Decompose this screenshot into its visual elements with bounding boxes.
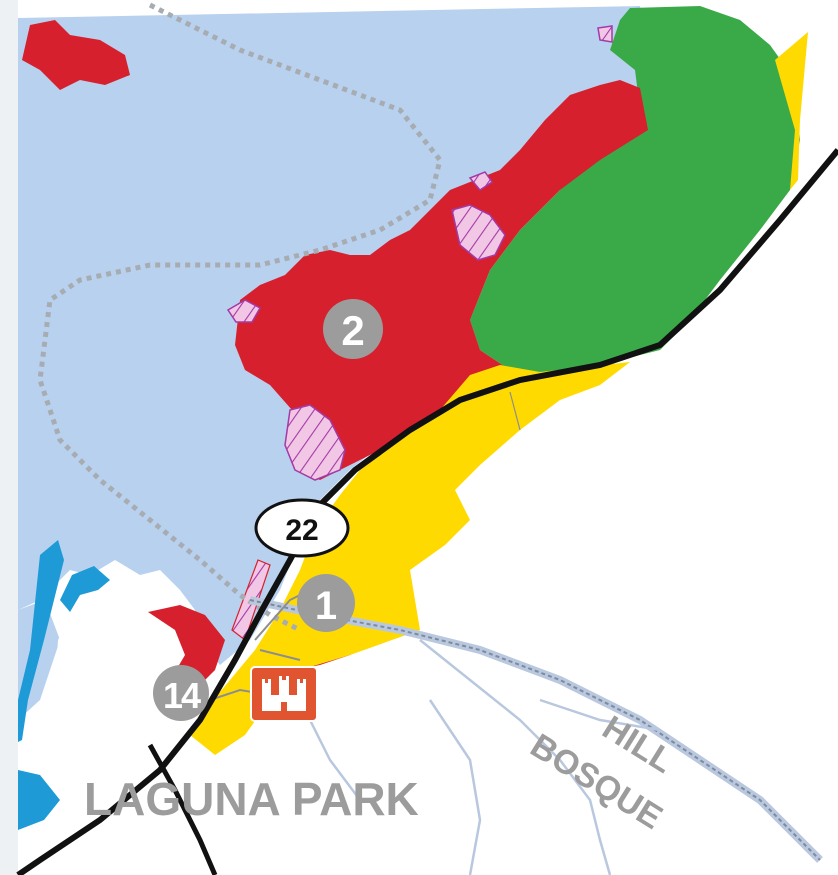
shoreline-channel-1 xyxy=(18,540,64,742)
highway-shield[interactable]: 22 xyxy=(254,498,350,558)
hatched-zone-1 xyxy=(284,404,346,481)
area-marker-1[interactable]: 1 xyxy=(297,574,355,632)
area-marker-14-label: 14 xyxy=(163,675,201,716)
shoreline-channel-3 xyxy=(18,770,60,830)
place-label-laguna-park: LAGUNA PARK xyxy=(84,773,419,825)
minor-road-1 xyxy=(419,639,612,875)
hatched-zone-5 xyxy=(597,25,613,43)
highway-shield-label: 22 xyxy=(285,514,318,547)
minor-road-2 xyxy=(428,699,482,875)
lake-trail-dashed xyxy=(37,2,443,633)
red-zone-northwest xyxy=(22,20,130,90)
minor-road-3 xyxy=(539,698,661,732)
yellow-zone-highway xyxy=(190,362,630,755)
highway-22 xyxy=(16,148,838,875)
yellow-zone-line xyxy=(509,391,521,431)
corps-of-engineers-castle-icon[interactable] xyxy=(250,666,318,722)
area-marker-2[interactable]: 2 xyxy=(323,299,383,359)
area-marker-1-label: 1 xyxy=(315,584,337,628)
green-zone xyxy=(470,6,800,375)
map-frame-left xyxy=(0,0,18,875)
hatched-zone-4 xyxy=(468,171,494,191)
area-marker-2-label: 2 xyxy=(341,307,364,354)
cove-land xyxy=(55,585,185,760)
area-marker-14[interactable]: 14 xyxy=(153,665,209,721)
hatched-zone-3 xyxy=(226,299,262,323)
hatched-zone-2 xyxy=(451,204,506,261)
county-road xyxy=(147,743,218,875)
yellow-zone-northeast xyxy=(775,32,808,190)
red-zone-southwest xyxy=(148,605,225,690)
shoreline-channel-2 xyxy=(60,566,110,612)
